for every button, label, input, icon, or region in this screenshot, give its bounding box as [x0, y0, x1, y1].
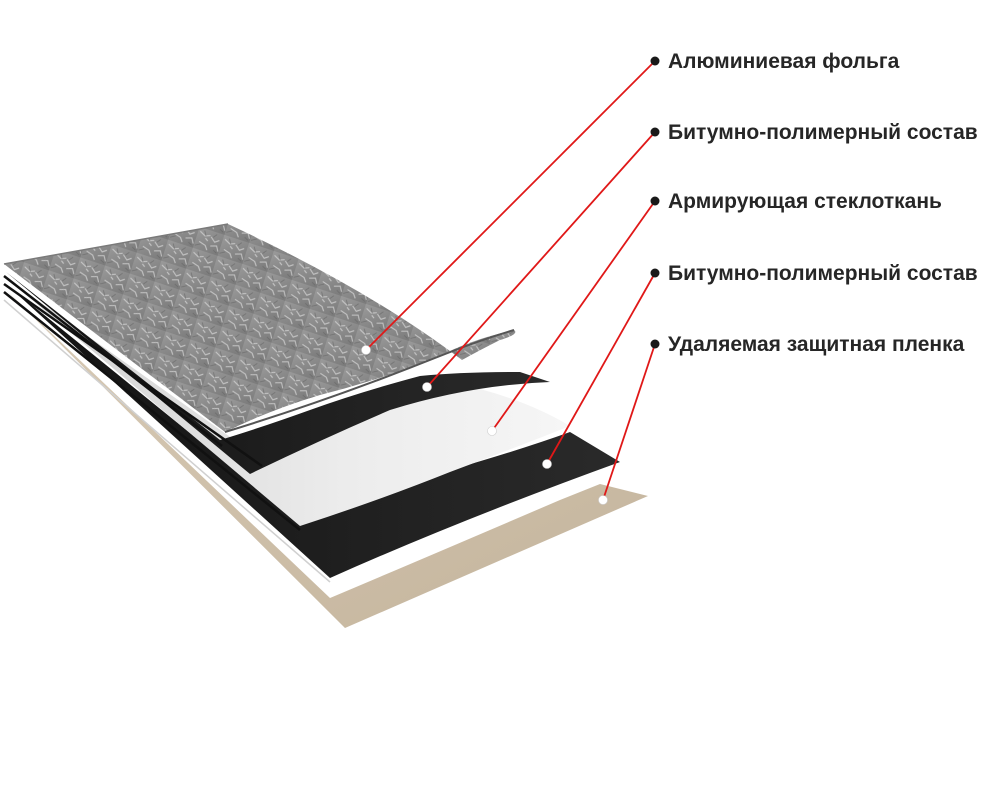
layer-label-fiberglass: Армирующая стеклоткань: [668, 190, 942, 213]
anchor-dot: [361, 345, 371, 355]
callouts: Алюминиевая фольга Битумно-полимерный со…: [361, 50, 978, 505]
leader-line: [546, 272, 656, 465]
callout-bitumen-upper: Битумно-полимерный состав: [422, 121, 978, 392]
leader-line: [365, 60, 656, 351]
callout-bitumen-lower: Битумно-полимерный состав: [542, 262, 978, 469]
leader-line: [426, 131, 656, 388]
bullet-dot: [650, 56, 660, 66]
fiberglass-layer: [6, 278, 570, 526]
bullet-dot: [650, 268, 660, 278]
anchor-dot: [598, 495, 608, 505]
leader-line: [602, 343, 656, 501]
leader-line: [491, 200, 656, 432]
callout-fiberglass: Армирующая стеклоткань: [487, 190, 942, 436]
callout-aluminum-foil: Алюминиевая фольга: [361, 50, 900, 355]
bullet-dot: [650, 339, 660, 349]
aluminum-foil-layer: [4, 224, 516, 432]
layer-label-release-film: Удаляемая защитная пленка: [668, 333, 965, 356]
bullet-dot: [650, 127, 660, 137]
layer-label-bitumen-lower: Битумно-полимерный состав: [668, 262, 978, 285]
bitumen-lower-layer: [6, 284, 620, 578]
layer-label-bitumen-upper: Битумно-полимерный состав: [668, 121, 978, 144]
layer-stack: [3, 223, 648, 628]
layer-label-aluminum-foil: Алюминиевая фольга: [668, 50, 900, 73]
anchor-dot: [422, 382, 432, 392]
bitumen-upper-layer: [6, 272, 550, 474]
callout-release-film: Удаляемая защитная пленка: [598, 333, 965, 505]
anchor-dot: [487, 426, 497, 436]
anchor-dot: [542, 459, 552, 469]
release-film-layer: [6, 290, 648, 628]
bullet-dot: [650, 196, 660, 206]
